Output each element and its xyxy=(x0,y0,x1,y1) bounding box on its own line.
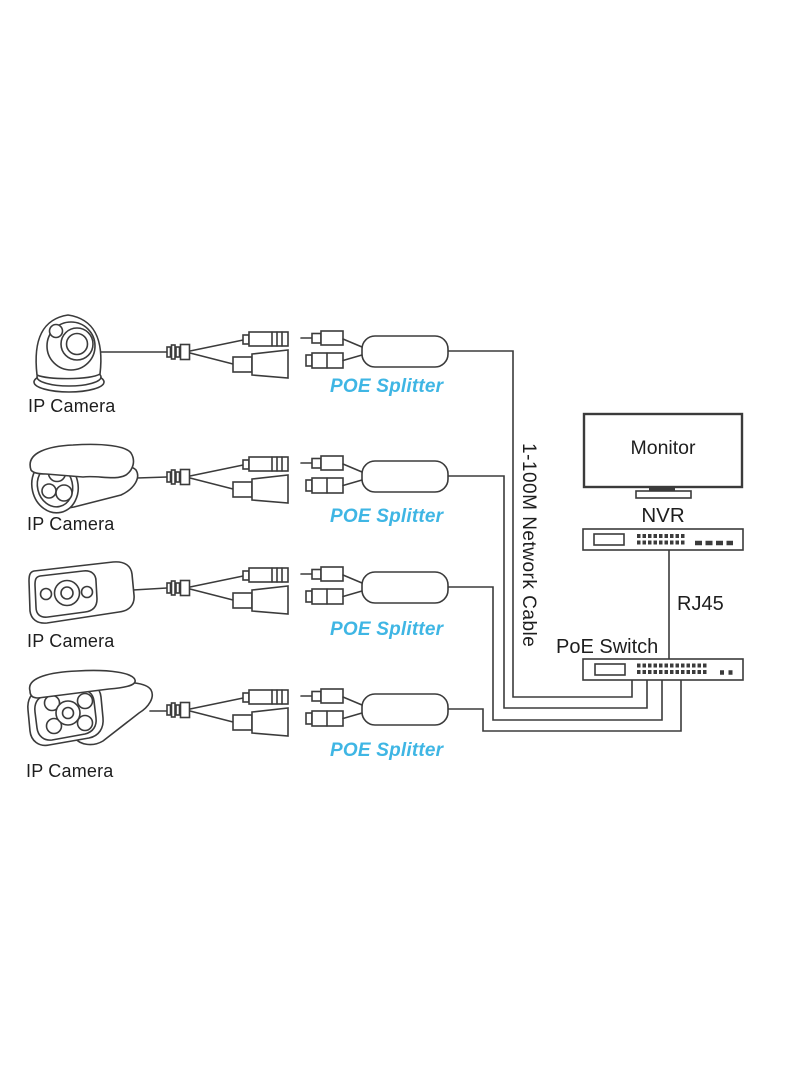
monitor-label: Monitor xyxy=(630,437,696,459)
cable-row2-to-switch xyxy=(447,475,648,709)
poe-switch-label: PoE Switch xyxy=(556,636,659,658)
poe-splitter-label-2: POE Splitter xyxy=(330,506,444,527)
ir-bullet-camera-icon xyxy=(27,669,168,747)
poe-splitter-label-3: POE Splitter xyxy=(330,619,444,640)
rj45-label: RJ45 xyxy=(677,593,724,615)
ip-camera-label-2: IP Camera xyxy=(27,514,115,534)
poe-splitter-icon xyxy=(166,688,449,737)
ip-camera-label-4: IP Camera xyxy=(26,761,114,781)
dome-camera-icon xyxy=(33,314,168,393)
poe-splitter-icon xyxy=(166,455,449,504)
ip-camera-label-1: IP Camera xyxy=(28,396,116,416)
poe-splitter-label-1: POE Splitter xyxy=(330,376,444,397)
nvr-label: NVR xyxy=(641,504,685,527)
cable-row1-to-switch xyxy=(447,350,633,698)
poe-splitter-icon xyxy=(166,330,449,379)
network-cable-label: 1-100M Network Cable xyxy=(518,443,539,648)
poe-switch-icon xyxy=(582,658,744,681)
cable-row3-to-switch xyxy=(447,586,663,721)
network-cables xyxy=(447,350,682,732)
poe-splitter-icon xyxy=(166,566,449,615)
poe-splitter-label-4: POE Splitter xyxy=(330,740,444,761)
ip-camera-label-3: IP Camera xyxy=(27,631,115,651)
hooded-bullet-camera-icon xyxy=(29,443,168,514)
cable-row4-to-switch xyxy=(447,678,682,732)
compact-bullet-camera-icon xyxy=(28,561,168,624)
nvr-icon xyxy=(582,528,744,551)
monitor-icon xyxy=(582,412,744,499)
